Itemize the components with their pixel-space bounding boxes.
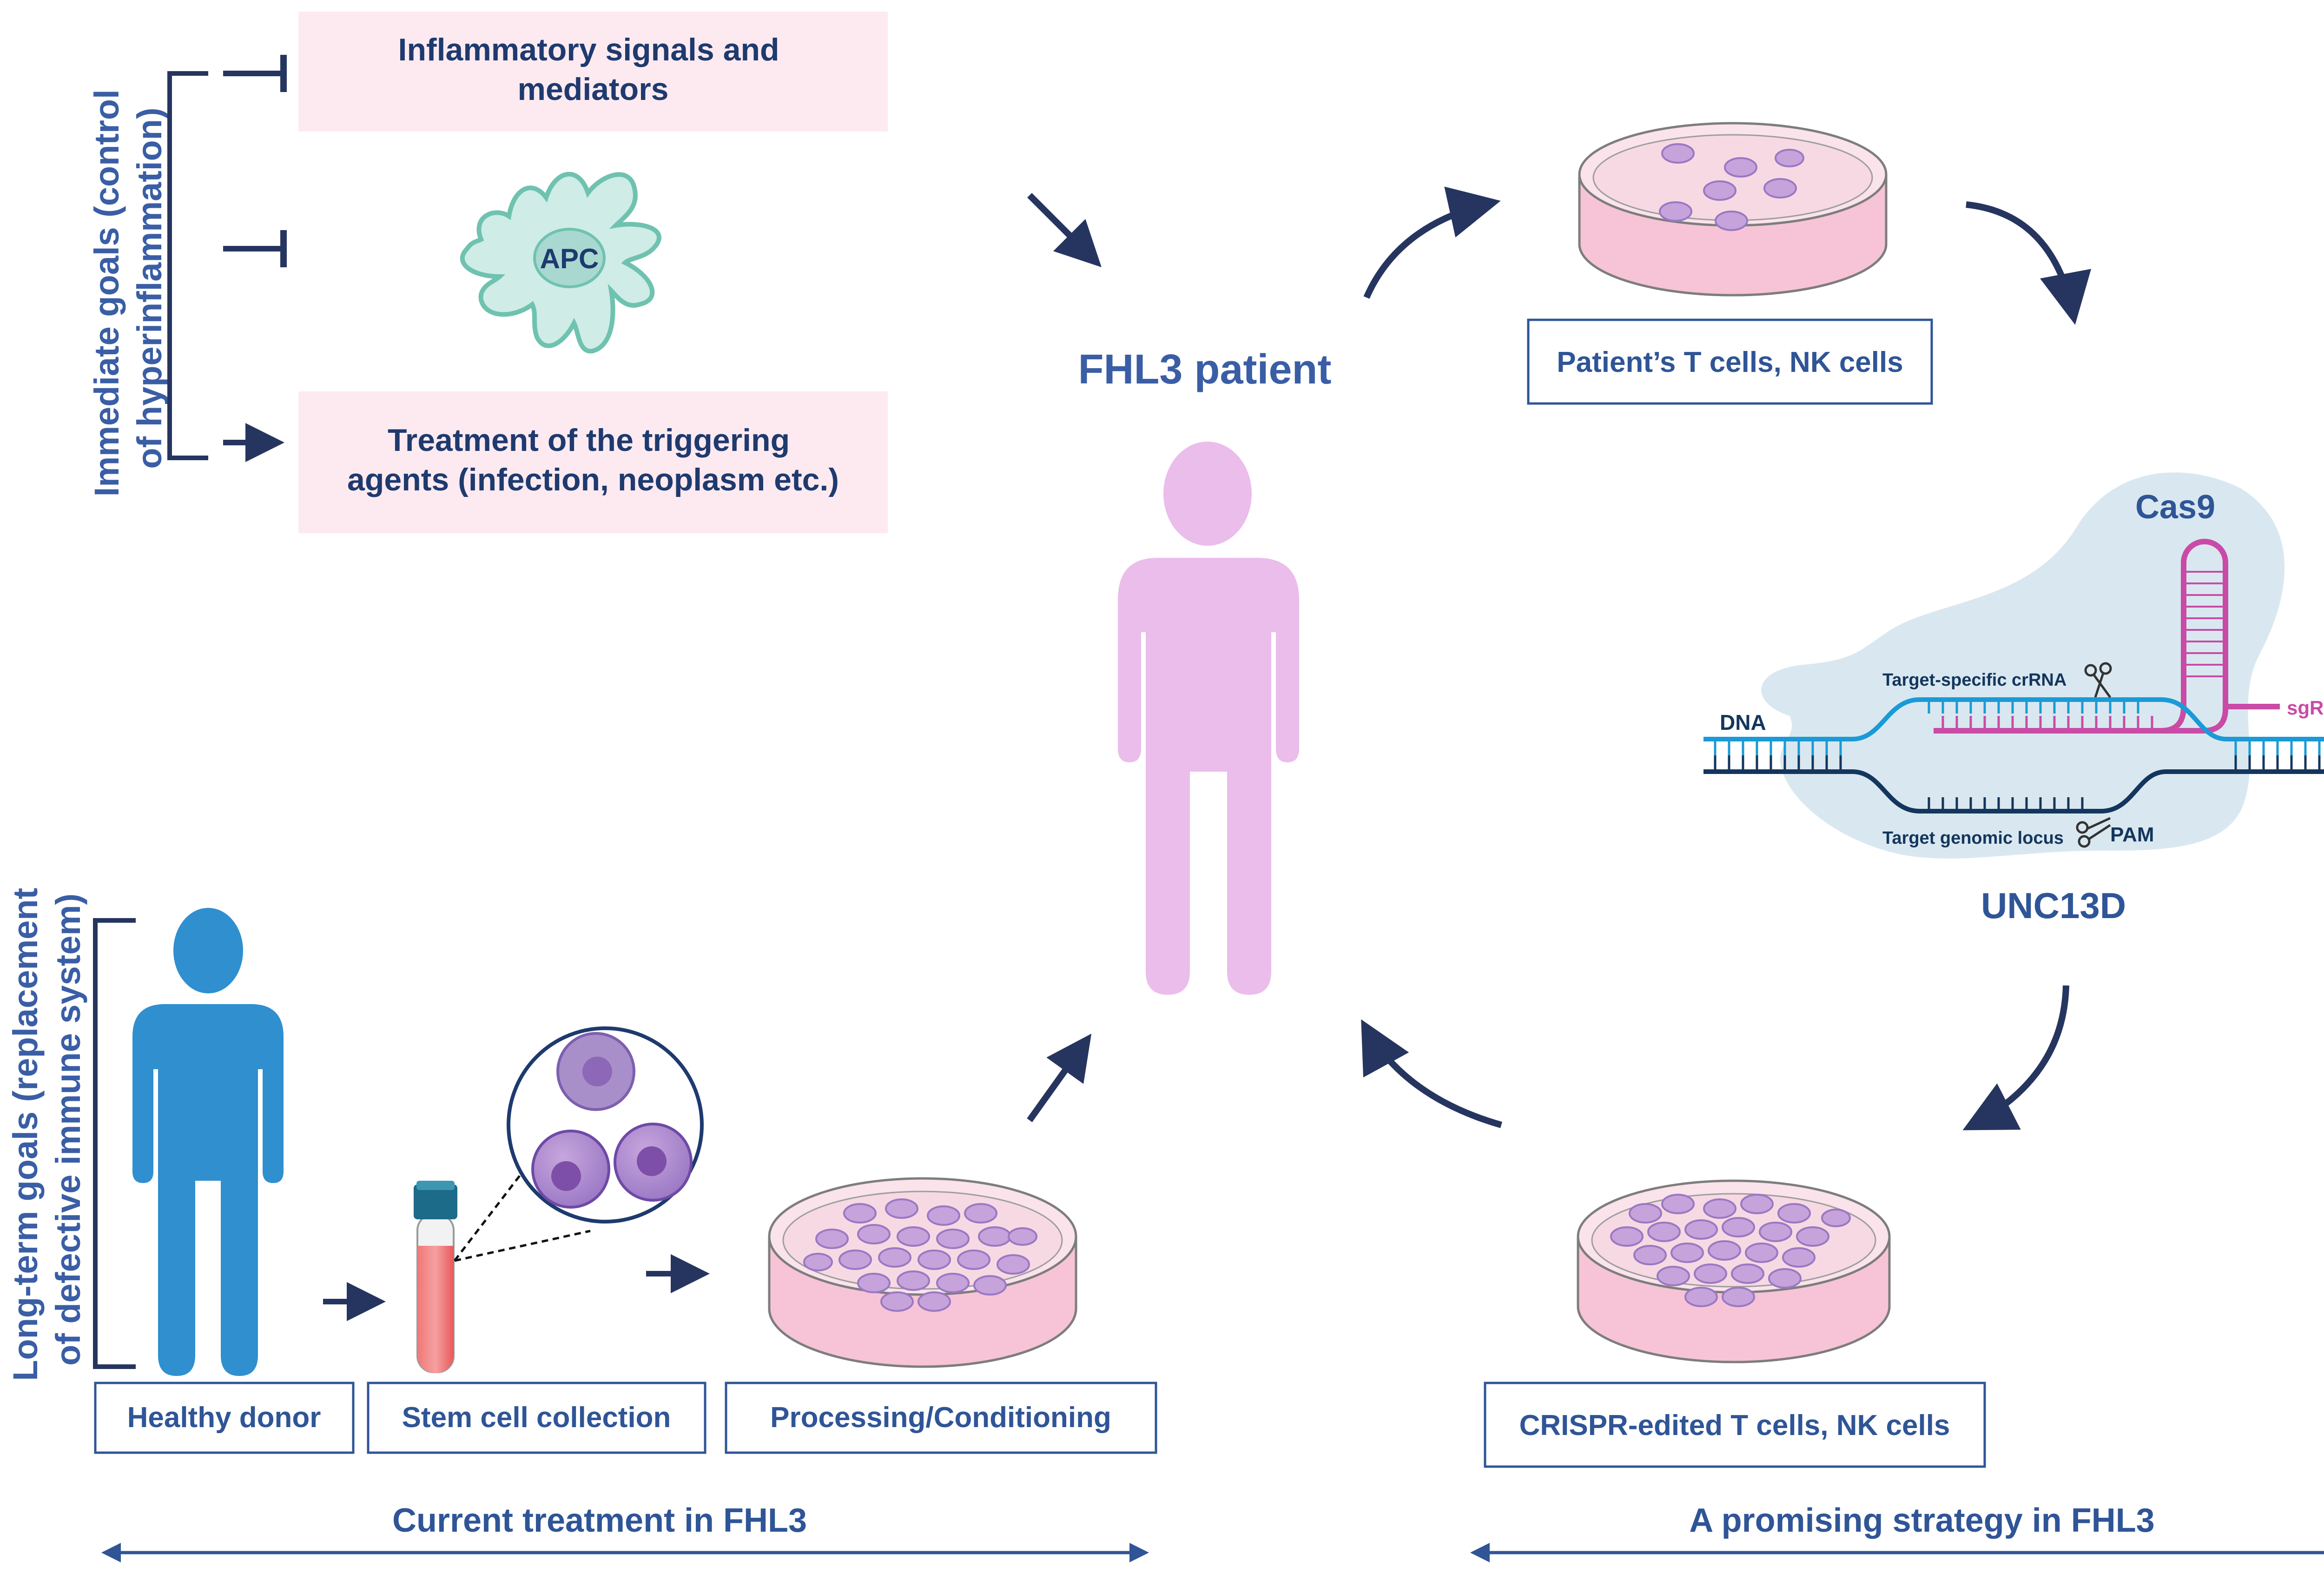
scissors-top-icon xyxy=(2084,662,2112,698)
immediate-goals-bracket xyxy=(167,71,208,460)
patient-figure-icon xyxy=(1118,442,1299,995)
patient-title: FHL3 patient xyxy=(1078,346,1331,393)
inflammatory-box xyxy=(298,12,888,132)
patient-cells-section: Patient’s T cells, NK cells xyxy=(1363,122,2092,405)
stem-cells-zoom-icon xyxy=(507,1026,704,1223)
sgrna-label: sgRNA xyxy=(2287,697,2324,719)
processing-petri-dish-icon xyxy=(768,1177,1077,1368)
long-term-bracket xyxy=(93,918,136,1369)
stem-cell-box xyxy=(367,1382,706,1454)
healthy-donor-label: Healthy donor xyxy=(127,1402,321,1434)
unc13d-label: UNC13D xyxy=(1981,885,2126,926)
pam-label: PAM xyxy=(2110,823,2154,846)
patient-section: FHL3 patient xyxy=(1027,193,1332,995)
crispr-cells-box xyxy=(1484,1382,1986,1468)
inhibit-inflammatory-icon xyxy=(223,55,287,92)
crispr-section: Cas9 sgRNA xyxy=(1703,472,2324,926)
promising-strategy-label: A promising strategy in FHL3 xyxy=(1689,1502,2154,1539)
inhibit-apc-icon xyxy=(223,230,287,267)
immediate-goals-label: Immediate goals (control of hyperinflamm… xyxy=(87,80,169,496)
arrow-to-patient-top xyxy=(1027,193,1102,267)
immediate-goals-section: Immediate goals (control of hyperinflamm… xyxy=(87,12,888,533)
crispr-cells-section: CRISPR-edited T cells, NK cells xyxy=(1361,985,2069,1468)
scissors-bottom-icon xyxy=(2076,817,2111,848)
current-treatment-label: Current treatment in FHL3 xyxy=(392,1502,807,1539)
arrow-to-edited-dish xyxy=(1962,985,2069,1131)
crispr-cells-label: CRISPR-edited T cells, NK cells xyxy=(1519,1409,1950,1442)
sgrna-icon xyxy=(1934,539,2280,734)
cas9-blob xyxy=(1761,472,2285,859)
long-term-goals-label: Long-term goals (replacement of defectiv… xyxy=(6,878,87,1381)
patient-cells-label: Patient’s T cells, NK cells xyxy=(1557,346,1903,378)
arrow-to-crispr xyxy=(1966,201,2092,325)
trigger-box xyxy=(298,391,888,533)
blood-tube-icon xyxy=(414,1181,457,1373)
patient-petri-dish-icon xyxy=(1578,122,1888,297)
processing-box xyxy=(725,1382,1157,1454)
stem-cell-label: Stem cell collection xyxy=(402,1402,671,1434)
patient-cells-box xyxy=(1527,318,1933,405)
arrow-to-patient-dish xyxy=(1363,186,1501,299)
donor-figure-icon xyxy=(132,908,284,1376)
dna-strands-icon xyxy=(1703,697,2324,813)
long-term-section: Long-term goals (replacement of defectiv… xyxy=(6,878,1157,1454)
bottom-captions: Current treatment in FHL3 A promising st… xyxy=(101,1502,2324,1562)
processing-label: Processing/Conditioning xyxy=(770,1402,1111,1434)
crrna-label: Target-specific crRNA xyxy=(1882,670,2067,690)
healthy-donor-box xyxy=(94,1382,355,1454)
locus-label: Target genomic locus xyxy=(1882,828,2064,848)
edited-petri-dish-icon xyxy=(1577,1179,1891,1363)
apc-label: APC xyxy=(540,243,599,274)
arrow-back-to-patient xyxy=(1361,1019,1502,1128)
inflammatory-text: Inflammatory signals and mediators xyxy=(398,32,788,107)
dna-label: DNA xyxy=(1720,710,1766,734)
trigger-text: Treatment of the triggering agents (infe… xyxy=(347,423,839,497)
cas9-label: Cas9 xyxy=(2135,489,2215,526)
arrow-dish-to-patient xyxy=(1027,1033,1092,1123)
apc-cell-icon: APC xyxy=(460,172,661,354)
